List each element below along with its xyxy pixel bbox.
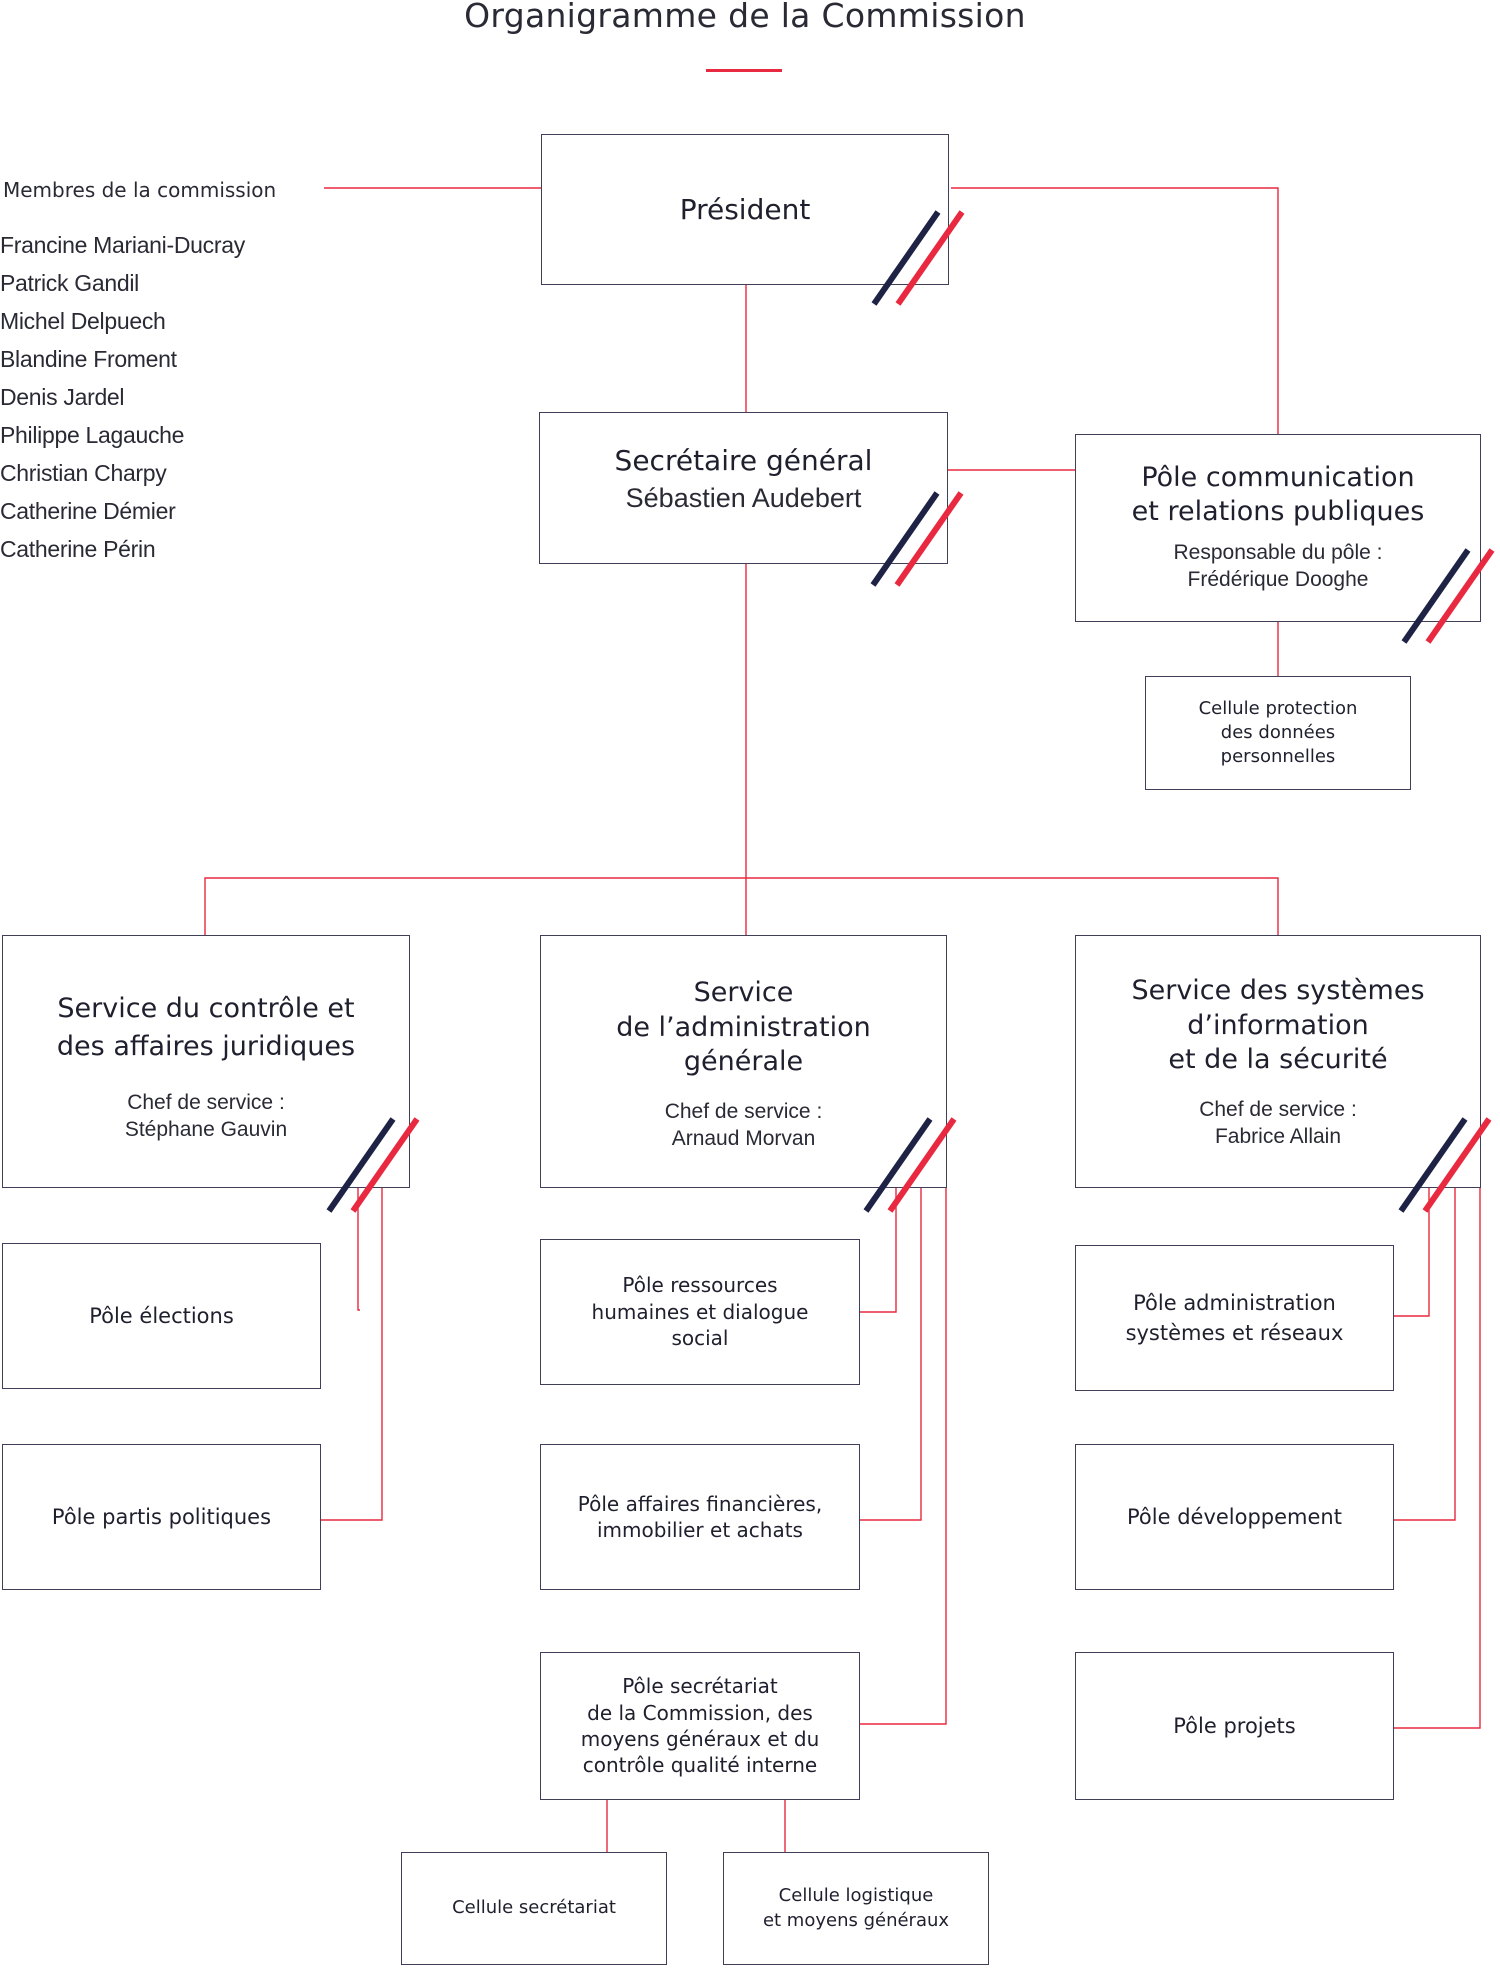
pole-partis-label: Pôle partis politiques	[51, 1504, 272, 1529]
pole-rh-label: Pôle ressources humaines et dialogue soc…	[591, 1273, 809, 1351]
pole-projets-box: Pôle projets	[1075, 1652, 1394, 1800]
connector-si-dev	[1394, 1188, 1456, 1521]
cellule-protection-label: Cellule protection des données personnel…	[1198, 697, 1358, 768]
cellule-secretariat-box: Cellule secrétariat	[401, 1852, 667, 1965]
service-systemes-box: Service des systèmes d’information et de…	[1075, 935, 1481, 1188]
connector-si-projets	[1394, 1188, 1481, 1729]
connector-controle-elections	[357, 1188, 360, 1311]
president-box: Président	[541, 134, 949, 285]
connector-admin-rh	[860, 1188, 897, 1313]
service-administration-name: Arnaud Morvan	[671, 1127, 816, 1151]
service-controle-role: Chef de service :	[127, 1090, 285, 1114]
tricolour-stripes-icon	[863, 1117, 957, 1213]
secretaire-name: Sébastien Audebert	[625, 482, 862, 513]
communication-box: Pôle communication et relations publique…	[1075, 434, 1481, 622]
member-name: Denis Jardel	[0, 384, 125, 410]
pole-admin-systemes-label: Pôle administration systèmes et réseaux	[1125, 1290, 1344, 1345]
service-systemes-name: Fabrice Allain	[1214, 1125, 1342, 1149]
member-name: Francine Mariani-Ducray	[0, 232, 245, 258]
tricolour-stripes-icon	[326, 1117, 420, 1213]
member-name: Philippe Lagauche	[0, 422, 185, 448]
cellule-protection-box: Cellule protection des données personnel…	[1145, 676, 1411, 790]
cellule-logistique-label: Cellule logistique et moyens généraux	[762, 1885, 950, 1931]
cellule-secretariat-label: Cellule secrétariat	[452, 1897, 616, 1919]
service-controle-title: Service du contrôle et des affaires juri…	[56, 993, 356, 1063]
pole-developpement-label: Pôle développement	[1127, 1504, 1342, 1529]
pole-admin-systemes-box: Pôle administration systèmes et réseaux	[1075, 1245, 1394, 1391]
service-systemes-title: Service des systèmes d’information et de…	[1131, 975, 1425, 1076]
service-administration-role: Chef de service :	[664, 1099, 823, 1123]
tricolour-stripes-icon	[1401, 548, 1495, 644]
tricolour-stripes-icon	[871, 210, 965, 306]
tricolour-stripes-icon	[870, 491, 964, 587]
pole-projets-label: Pôle projets	[1173, 1713, 1296, 1738]
connector-admin-finances	[860, 1188, 922, 1521]
secretaire-title: Secrétaire général	[614, 444, 873, 477]
service-administration-box: Service de l’administration générale Che…	[540, 935, 947, 1188]
president-title: Président	[679, 193, 811, 226]
pole-rh-box: Pôle ressources humaines et dialogue soc…	[540, 1239, 860, 1385]
page-title: Organigramme de la Commission	[464, 0, 1026, 35]
communication-name: Frédérique Dooghe	[1187, 568, 1369, 592]
pole-secretariat-box: Pôle secrétariat de la Commission, des m…	[540, 1652, 860, 1800]
members-list: Francine Mariani-Ducray Patrick Gandil M…	[0, 226, 245, 568]
connector-president-communication	[951, 187, 1279, 434]
member-name: Catherine Périn	[0, 536, 156, 562]
service-systemes-role: Chef de service :	[1199, 1097, 1357, 1121]
member-name: Christian Charpy	[0, 460, 167, 486]
service-administration-title: Service de l’administration générale	[616, 977, 871, 1078]
pole-secretariat-label: Pôle secrétariat de la Commission, des m…	[580, 1674, 820, 1778]
connector-controle-partis	[321, 1188, 383, 1521]
service-controle-name: Stéphane Gauvin	[124, 1118, 288, 1142]
members-heading: Membres de la commission	[3, 178, 277, 202]
pole-developpement-box: Pôle développement	[1075, 1444, 1394, 1590]
pole-elections-box: Pôle élections	[2, 1243, 321, 1389]
member-name: Blandine Froment	[0, 346, 177, 372]
title-underline	[706, 69, 782, 72]
service-controle-box: Service du contrôle et des affaires juri…	[2, 935, 410, 1188]
communication-role: Responsable du pôle :	[1173, 540, 1383, 564]
connector-services-bar	[204, 877, 1279, 935]
pole-partis-box: Pôle partis politiques	[2, 1444, 321, 1590]
connector-si-admin	[1394, 1188, 1430, 1317]
member-name: Catherine Démier	[0, 498, 176, 524]
secretaire-box: Secrétaire général Sébastien Audebert	[539, 412, 948, 564]
member-name: Patrick Gandil	[0, 270, 139, 296]
pole-finances-box: Pôle affaires financières, immobilier et…	[540, 1444, 860, 1590]
pole-elections-label: Pôle élections	[89, 1303, 234, 1328]
pole-finances-label: Pôle affaires financières, immobilier et…	[577, 1491, 823, 1542]
member-name: Michel Delpuech	[0, 308, 166, 334]
communication-title: Pôle communication et relations publique…	[1131, 462, 1425, 527]
connector-admin-secretariat	[860, 1188, 947, 1725]
cellule-logistique-box: Cellule logistique et moyens généraux	[723, 1852, 989, 1965]
tricolour-stripes-icon	[1398, 1117, 1492, 1213]
